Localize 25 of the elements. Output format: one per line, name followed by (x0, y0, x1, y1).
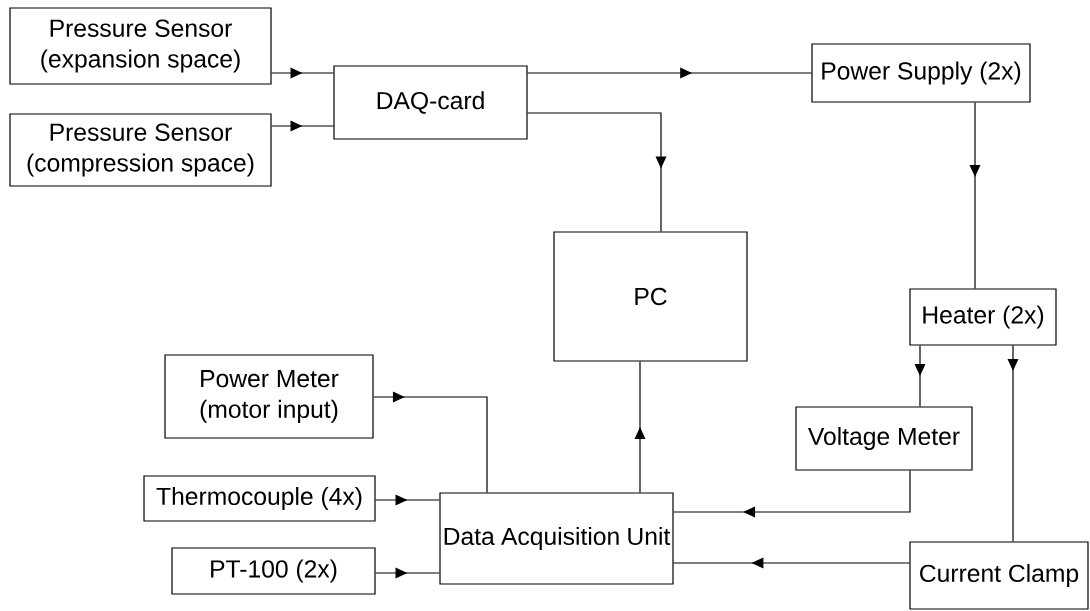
block-box: Pressure Sensor (compression space) (9, 113, 272, 187)
block-box: Pressure Sensor (expansion space) (9, 7, 272, 85)
block-box: Voltage Meter (795, 406, 973, 471)
arrow (634, 361, 646, 493)
block-box: DAQ-card (333, 65, 528, 140)
arrow (969, 102, 981, 289)
block-box: Power Supply (2x) (811, 43, 1031, 103)
block-box: Data Acquisition Unit (439, 492, 674, 585)
arrow (375, 567, 440, 579)
block-box: PT-100 (2x) (171, 547, 376, 595)
block-box: PC (553, 231, 748, 362)
arrow (1007, 345, 1019, 542)
arrow (527, 112, 667, 232)
arrow (373, 391, 488, 493)
arrow (914, 345, 926, 407)
arrow (375, 494, 440, 506)
arrow (673, 557, 910, 569)
block-box: Power Meter (motor input) (164, 354, 374, 439)
block-box: Current Clamp (909, 541, 1089, 610)
block-box: Thermocouple (4x) (143, 475, 376, 522)
arrow (673, 470, 911, 518)
block-box: Heater (2x) (909, 288, 1057, 346)
arrow (271, 67, 334, 79)
arrow (527, 67, 812, 79)
arrow (271, 120, 334, 132)
